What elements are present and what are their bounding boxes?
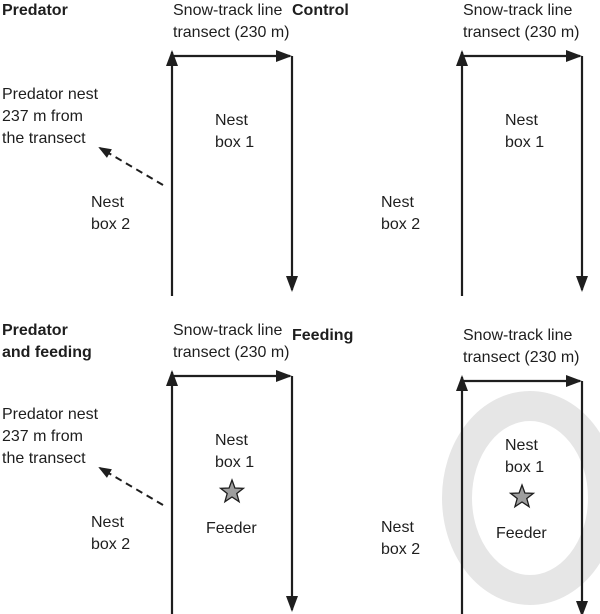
panel-1-transect-label-line-2: transect (230 m) xyxy=(173,24,290,41)
panel-4-transect-label-line-2: transect (230 m) xyxy=(463,349,580,366)
panel-1-nest-box-1-line-2: box 1 xyxy=(215,134,255,151)
predator-nest-direction-arrow xyxy=(98,146,164,186)
panel-1-nest-box-2-line-1: Nest xyxy=(91,194,124,211)
panel-3-predator-nest-label-line-1: Predator nest xyxy=(2,406,99,423)
panel-4-nest-box-1-line-2: box 1 xyxy=(505,459,545,476)
panel-3-nest-box-2-line-1: Nest xyxy=(91,514,124,531)
panel-4-nest-box-1-line-1: Nest xyxy=(505,437,538,454)
panel-3-arrows xyxy=(98,370,298,614)
panel-1-predator-nest-label-line-2: 237 m from xyxy=(2,108,83,125)
panel-4-arrows xyxy=(456,375,588,614)
panel-1-predator-nest-label-line-3: the transect xyxy=(2,130,86,147)
panel-2-title: Control xyxy=(292,2,349,19)
panel-3-predator-nest-label-line-2: 237 m from xyxy=(2,428,83,445)
panel-2-nest-box-1-line-2: box 1 xyxy=(505,134,545,151)
panel-3-predator-nest-label-line-3: the transect xyxy=(2,450,86,467)
panel-2-nest-box-1-line-1: Nest xyxy=(505,112,538,129)
panel-4-nest-box-2-line-2: box 2 xyxy=(381,541,421,558)
panel-3-feeder-label: Feeder xyxy=(206,520,257,537)
panel-4-title: Feeding xyxy=(292,327,354,344)
panel-4-feeder-label: Feeder xyxy=(496,525,547,542)
panel-2-nest-box-2-line-1: Nest xyxy=(381,194,414,211)
panel-3-nest-box-1-line-2: box 1 xyxy=(215,454,255,471)
panel-3-nest-box-2-line-2: box 2 xyxy=(91,536,131,553)
panel-1-arrows xyxy=(98,50,298,296)
panel-3-title-line-2: and feeding xyxy=(2,344,92,361)
panel-3-title-line-1: Predator xyxy=(2,322,68,339)
panel-3-nest-box-1-line-1: Nest xyxy=(215,432,248,449)
panel-2-transect-label-line-1: Snow-track line xyxy=(463,2,573,19)
panel-4-transect-label-line-1: Snow-track line xyxy=(463,327,573,344)
panel-1-predator-nest-label-line-1: Predator nest xyxy=(2,86,99,103)
panel-3-transect-label-line-2: transect (230 m) xyxy=(173,344,290,361)
panel-2-arrows xyxy=(456,50,588,296)
watermark-circle xyxy=(442,391,600,605)
panel-4-nest-box-2-line-1: Nest xyxy=(381,519,414,536)
panel-3-transect-label-line-1: Snow-track line xyxy=(173,322,283,339)
predator-nest-direction-arrow xyxy=(98,466,164,506)
panel-1-title: Predator xyxy=(2,2,68,19)
panel-2-transect-label-line-2: transect (230 m) xyxy=(463,24,580,41)
star-icon xyxy=(218,478,246,504)
panel-1-transect-label-line-1: Snow-track line xyxy=(173,2,283,19)
panel-1-nest-box-1-line-1: Nest xyxy=(215,112,248,129)
panel-1-nest-box-2-line-2: box 2 xyxy=(91,216,131,233)
star-icon xyxy=(508,483,536,509)
panel-2-nest-box-2-line-2: box 2 xyxy=(381,216,421,233)
